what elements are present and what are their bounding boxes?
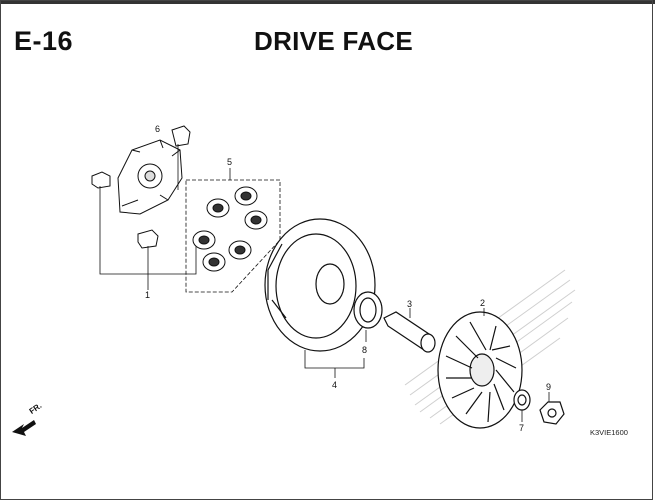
drive-face-fan (437, 311, 523, 429)
washer (513, 389, 531, 411)
top-border (0, 0, 655, 4)
front-arrow-icon (12, 420, 36, 436)
page-title: DRIVE FACE (254, 26, 414, 56)
reference-code: K3VIE1600 (590, 428, 628, 437)
callout-3: 3 (407, 299, 413, 309)
callout-8: 8 (362, 345, 368, 355)
callout-5: 5 (227, 157, 233, 167)
ramp-plate (117, 139, 183, 215)
face-boss-ring (353, 291, 383, 329)
weight-rollers (192, 186, 268, 272)
face-boss-sleeve (383, 311, 436, 353)
movable-drive-face (264, 218, 376, 352)
callout-bracket-1 (99, 144, 197, 290)
roller-group-box (185, 179, 281, 293)
callout-2: 2 (480, 298, 486, 308)
callout-bracket-4 (304, 350, 365, 378)
section-code: E-16 (14, 26, 74, 56)
callout-1: 1 (145, 290, 151, 300)
callout-4: 4 (332, 380, 338, 390)
callout-6: 6 (155, 124, 161, 134)
callout-9: 9 (546, 382, 552, 392)
flange-nut (539, 401, 565, 425)
slider-pieces (91, 125, 191, 249)
callout-7: 7 (519, 423, 525, 433)
